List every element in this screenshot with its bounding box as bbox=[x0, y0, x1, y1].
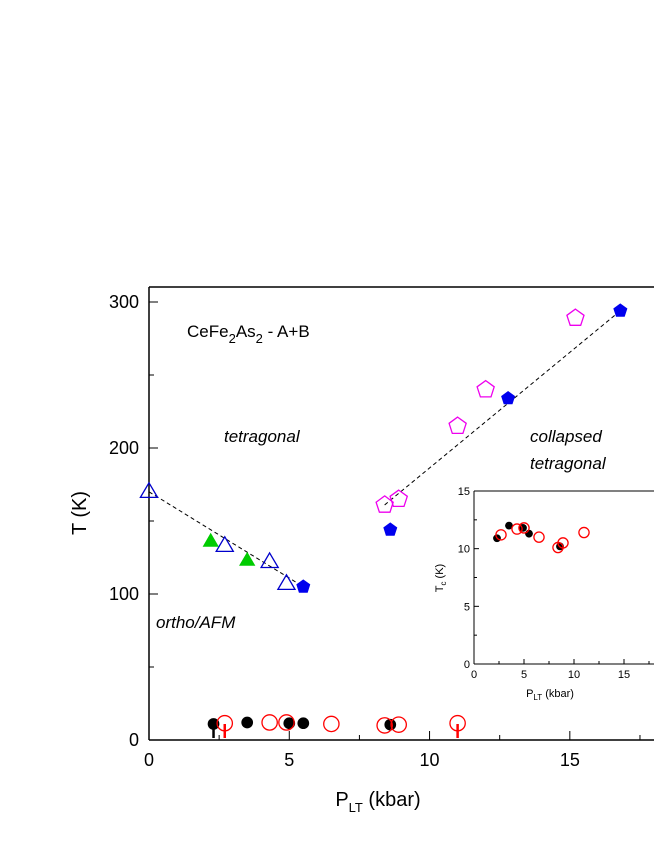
inset-x-tick-label: 10 bbox=[568, 669, 580, 681]
main-point-open-circle bbox=[449, 714, 466, 732]
main-guide-lines bbox=[148, 310, 621, 588]
main-point-open-circle bbox=[390, 716, 407, 733]
collapsed-label-line1: collapsed bbox=[530, 427, 602, 446]
inset-marks bbox=[493, 521, 590, 554]
guide-line bbox=[384, 310, 621, 506]
inset-point-open-circle bbox=[495, 529, 507, 541]
inset-x-axis-title: PLT (kbar) bbox=[526, 688, 574, 702]
main-point-filled-pentagon bbox=[383, 522, 398, 536]
main-x-tick-label: 10 bbox=[420, 750, 440, 770]
main-point-open-pentagon bbox=[566, 308, 585, 326]
main-x-tick-label: 0 bbox=[144, 750, 154, 770]
main-point-filled-pentagon bbox=[613, 303, 628, 317]
inset-x-tick-label: 15 bbox=[618, 669, 630, 681]
compound-label: CeFe2As2 - A+B bbox=[187, 322, 310, 346]
main-x-tick-label: 15 bbox=[560, 750, 580, 770]
inset-x-tick-label: 5 bbox=[521, 669, 527, 681]
main-point-open-triangle bbox=[139, 481, 159, 499]
ortho-afm-label: ortho/AFM bbox=[156, 613, 236, 632]
inset-point-open-circle bbox=[557, 537, 569, 549]
main-point-open-pentagon bbox=[389, 489, 409, 508]
main-point-filled-pentagon bbox=[296, 579, 311, 593]
y-axis-title: T (K) bbox=[69, 491, 91, 535]
main-point-open-triangle bbox=[276, 573, 297, 591]
collapsed-label-line2: tetragonal bbox=[530, 454, 607, 473]
main-y-tick-label: 200 bbox=[109, 438, 139, 458]
main-point-filled-triangle bbox=[239, 551, 256, 566]
main-point-open-triangle bbox=[259, 551, 280, 569]
main-point-filled-circle bbox=[283, 717, 296, 730]
main-y-tick-label: 0 bbox=[129, 730, 139, 750]
main-point-open-circle bbox=[216, 714, 234, 732]
guide-line bbox=[148, 491, 304, 588]
inset-point-filled-circle bbox=[505, 521, 513, 530]
inset-point-open-circle bbox=[578, 526, 590, 539]
inset-point-filled-circle bbox=[525, 529, 533, 538]
main-point-open-circle bbox=[261, 714, 278, 731]
main-point-open-circle bbox=[278, 714, 295, 731]
main-x-tick-label: 5 bbox=[284, 750, 294, 770]
tetragonal-label: tetragonal bbox=[224, 427, 301, 446]
inset-y-tick-label: 10 bbox=[458, 544, 470, 556]
main-point-open-triangle bbox=[215, 535, 235, 553]
main-point-filled-triangle bbox=[202, 532, 219, 547]
main-point-open-circle bbox=[376, 717, 393, 734]
inset-point-open-circle bbox=[511, 523, 523, 535]
main-point-filled-pentagon bbox=[501, 390, 516, 405]
inset-y-tick-label: 15 bbox=[458, 486, 470, 498]
main-y-tick-label: 100 bbox=[109, 584, 139, 604]
main-point-open-circle bbox=[323, 715, 340, 733]
inset-point-open-circle bbox=[533, 531, 545, 543]
main-y-tick-label: 300 bbox=[109, 292, 139, 312]
inset-ticks: 0 5 10 15 0 5 10 15 bbox=[458, 486, 650, 681]
main-marks bbox=[139, 303, 628, 734]
inset-x-tick-label: 0 bbox=[471, 669, 477, 681]
inset-chart: 0 5 10 15 0 5 10 15 Tc (K) PLT (kbar) bbox=[434, 486, 654, 702]
main-point-filled-circle bbox=[207, 718, 220, 730]
main-point-filled-circle bbox=[384, 718, 397, 731]
inset-background bbox=[474, 491, 654, 664]
main-point-filled-circle bbox=[241, 716, 254, 729]
inset-y-axis-title: Tc (K) bbox=[434, 564, 448, 592]
main-point-open-pentagon bbox=[448, 416, 467, 435]
x-axis-title: PLT (kbar) bbox=[335, 789, 420, 815]
main-point-open-pentagon bbox=[476, 379, 495, 398]
inset-point-open-circle bbox=[518, 522, 530, 534]
inset-y-tick-label: 5 bbox=[464, 601, 470, 613]
inset-y-tick-label: 0 bbox=[464, 659, 470, 671]
main-point-filled-circle bbox=[297, 717, 310, 730]
